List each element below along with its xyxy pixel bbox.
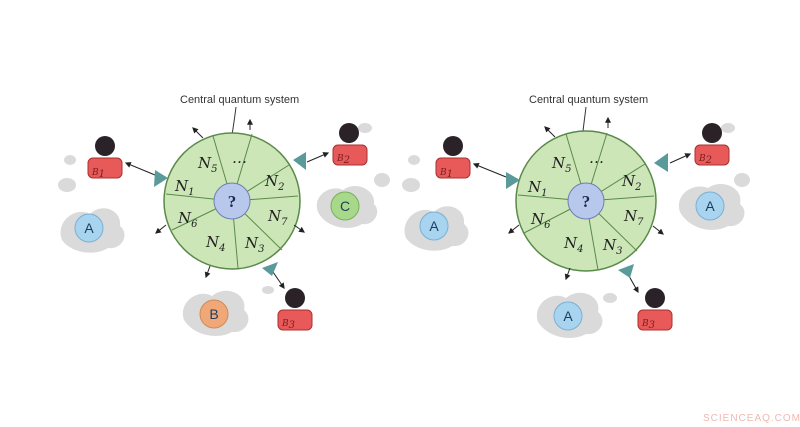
thought-bubble [408,155,420,165]
thought-bubble [402,178,420,192]
central-quantum-system [567,182,605,220]
state-letter: B [209,306,218,322]
sector-label-ellipsis: … [232,149,247,167]
central-system-label: Central quantum system [180,94,299,106]
fragment-arrow [544,126,556,138]
state-circle [330,191,360,221]
measurement-pointer [654,153,668,172]
cloud-a: A [678,183,745,230]
watermark: SCIENCEAQ.COM [703,413,800,424]
observer-head [95,136,115,156]
measurement-arrow [124,162,156,176]
thought-bubble [358,123,372,133]
observer-body [637,309,673,331]
observer-head [443,136,463,156]
cloud-b: B [182,290,249,336]
measurement-arrow [628,275,639,294]
observer-b1: B1 [402,136,520,192]
thought-bubble [374,173,390,187]
thought-bubble [64,155,76,165]
observer-body [332,144,368,166]
center-symbol: ? [228,192,237,211]
measurement-pointer [154,170,168,187]
fragment-arrow [192,127,204,139]
observer-label: B1 [91,168,105,180]
fragment-arrows [155,118,305,279]
cloud-a: A [60,208,125,253]
cloud-a: A [404,206,469,251]
state-circle [553,301,583,331]
environment-wheel: ? N5 … N2 N7 N3 N4 N6 N1 [515,130,657,272]
observer-b3: B3 [603,264,673,331]
state-letter: A [429,218,439,234]
observer-head [339,123,359,143]
state-letter: A [563,308,573,324]
central-system-label: Central quantum system [529,94,648,106]
observer-label: B3 [281,319,295,331]
measurement-arrow [272,271,285,289]
observer-b1: B1 [58,136,168,192]
state-circle [695,191,725,221]
fragment-arrow [508,224,520,234]
observer-label: B2 [698,154,712,166]
center-symbol: ? [582,192,591,211]
observer-head [285,288,305,308]
state-letter: C [340,198,350,214]
observer-b3: B3 [262,262,313,331]
measurement-pointer [506,172,520,189]
thought-bubble [262,286,274,294]
fragment-arrow [155,224,167,234]
cloud-c: C [316,185,378,228]
observer-body [277,309,313,331]
left-panel: Central quantum system ? N5 … N2 N7 N3 N… [58,94,390,336]
observer-head [645,288,665,308]
measurement-arrow [669,153,692,164]
measurement-arrow [306,152,330,163]
right-panel: Central quantum system ? N5 … N2 N7 N3 N… [402,94,750,338]
observer-label: B1 [439,168,453,180]
state-circle [419,211,449,241]
fragment-arrow [564,267,571,281]
observer-label: B3 [641,319,655,331]
environment-wheel: ? N5 … N2 N7 N3 N4 N6 N1 [163,132,301,270]
measurement-arrow [472,163,507,178]
thought-bubble [721,123,735,133]
measurement-pointer [262,262,278,276]
thought-bubble [58,178,76,192]
state-letter: A [705,198,715,214]
fragment-arrow [204,265,211,279]
central-quantum-system [213,182,251,220]
state-letter: A [84,220,94,236]
fragment-arrow [293,224,305,233]
observer-b2: B2 [654,123,750,187]
observer-label: B2 [336,154,350,166]
state-circle [74,213,104,243]
fragment-arrow [652,225,664,235]
observer-body [435,157,471,179]
fragment-arrows [508,116,664,281]
observer-head [702,123,722,143]
observer-body [87,157,123,179]
observer-b2: B2 [293,123,390,187]
thought-bubble [734,173,750,187]
observer-body [694,144,730,166]
measurement-pointer [618,264,634,278]
state-circle [199,299,229,329]
measurement-pointer [293,152,306,170]
sector-label-ellipsis: … [589,149,604,167]
thought-bubble [603,293,617,303]
cloud-a: A [536,292,603,338]
